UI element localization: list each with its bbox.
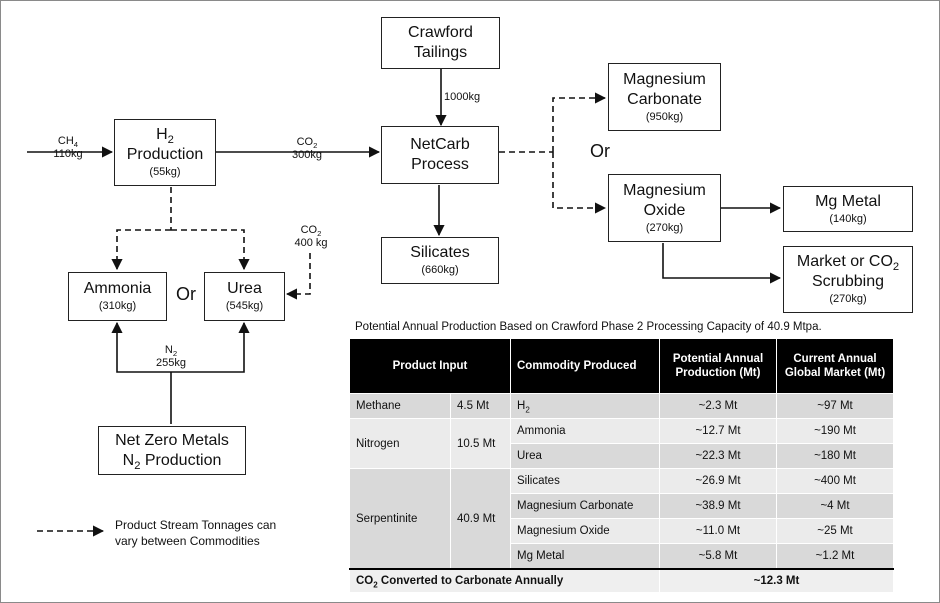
commodity-cell: Magnesium Oxide bbox=[510, 518, 660, 544]
market-cell: ~1.2 Mt bbox=[776, 543, 894, 570]
potential-cell: ~2.3 Mt bbox=[659, 393, 777, 419]
commodity-cell: H2 bbox=[510, 393, 660, 419]
netcarb-process-box: NetCarb Process bbox=[381, 126, 499, 184]
mgoxide-line2: Oxide bbox=[643, 201, 686, 219]
commodity-cell: Ammonia bbox=[510, 418, 660, 444]
silicates-qty: (660kg) bbox=[421, 264, 459, 276]
market-line1: Market or CO2 bbox=[796, 253, 900, 274]
market-scrubbing-box: Market or CO2 Scrubbing (270kg) bbox=[783, 246, 913, 313]
potential-cell: ~11.0 Mt bbox=[659, 518, 777, 544]
net-zero-metals-box: Net Zero Metals N2 Production bbox=[98, 426, 246, 475]
market-cell: ~180 Mt bbox=[776, 443, 894, 469]
n2-label: N2 255kg bbox=[156, 344, 186, 369]
table-row: Urea ~22.3 Mt ~180 Mt bbox=[350, 443, 894, 469]
commodity-cell: Magnesium Carbonate bbox=[510, 493, 660, 519]
netcarb-line2: Process bbox=[411, 156, 469, 173]
header-potential: Potential Annual Production (Mt) bbox=[659, 338, 777, 394]
to-mgoxide-arrow bbox=[552, 152, 607, 214]
potential-cell: ~12.7 Mt bbox=[659, 418, 777, 444]
mgcarb-qty: (950kg) bbox=[645, 110, 684, 123]
table-row: Serpentinite 40.9 Mt Silicates ~26.9 Mt … bbox=[349, 468, 894, 570]
ammonia-box: Ammonia (310kg) bbox=[68, 272, 167, 321]
or-label-fertilizer: Or bbox=[176, 284, 196, 304]
mg-metal-box: Mg Metal (140kg) bbox=[783, 186, 913, 232]
header-product-input: Product Input bbox=[349, 338, 511, 394]
mgmetal-qty: (140kg) bbox=[829, 212, 867, 225]
netzero-line1: Net Zero Metals bbox=[115, 431, 229, 449]
input-name: Serpentinite bbox=[349, 468, 451, 570]
table-row: Mg Metal ~5.8 Mt ~1.2 Mt bbox=[350, 543, 894, 570]
tailings-qty-label: 1000kg bbox=[444, 91, 481, 103]
silicates-line1: Silicates bbox=[410, 244, 470, 261]
input-name: Nitrogen bbox=[349, 418, 451, 469]
input-amount: 4.5 Mt bbox=[450, 393, 511, 419]
table-row: Methane 4.5 Mt H2 ~2.3 Mt ~97 Mt bbox=[349, 393, 894, 419]
market-cell: ~97 Mt bbox=[776, 393, 894, 419]
table-total-row: CO2 Converted to Carbonate Annually ~12.… bbox=[349, 568, 894, 593]
table-header-row: Product Input Commodity Produced Potenti… bbox=[349, 338, 894, 394]
production-table: Product Input Commodity Produced Potenti… bbox=[349, 338, 894, 593]
ammonia-line1: Ammonia bbox=[83, 280, 152, 297]
commodity-cell: Urea bbox=[510, 443, 660, 469]
market-cell: ~25 Mt bbox=[776, 518, 894, 544]
potential-cell: ~22.3 Mt bbox=[659, 443, 777, 469]
input-name: Methane bbox=[349, 393, 451, 419]
table-caption: Potential Annual Production Based on Cra… bbox=[355, 321, 822, 333]
market-cell: ~400 Mt bbox=[776, 468, 894, 494]
total-label: CO2 Converted to Carbonate Annually bbox=[349, 568, 660, 593]
legend-text: Product Stream Tonnages can vary between… bbox=[115, 518, 277, 548]
table-row: Magnesium Oxide ~11.0 Mt ~25 Mt bbox=[350, 518, 894, 544]
h2-qty: (55kg) bbox=[149, 166, 181, 178]
header-market: Current Annual Global Market (Mt) bbox=[776, 338, 894, 394]
mgmetal-line1: Mg Metal bbox=[815, 192, 881, 210]
urea-line1: Urea bbox=[227, 280, 262, 297]
to-mgcarb-arrow bbox=[552, 92, 607, 152]
commodity-cell: Mg Metal bbox=[510, 543, 660, 570]
mgcarb-line2: Carbonate bbox=[627, 90, 702, 108]
mgoxide-qty: (270kg) bbox=[645, 221, 684, 234]
mgcarb-line1: Magnesium bbox=[623, 70, 706, 88]
potential-cell: ~26.9 Mt bbox=[659, 468, 777, 494]
total-value: ~12.3 Mt bbox=[659, 568, 894, 593]
h2-production-box: H2 Production (55kg) bbox=[114, 119, 216, 186]
n2-urea-arrow bbox=[171, 321, 250, 373]
magnesium-carbonate-box: Magnesium Carbonate (950kg) bbox=[608, 63, 721, 131]
header-commodity: Commodity Produced bbox=[510, 338, 660, 394]
magnesium-oxide-box: Magnesium Oxide (270kg) bbox=[608, 174, 721, 242]
market-cell: ~190 Mt bbox=[776, 418, 894, 444]
potential-cell: ~38.9 Mt bbox=[659, 493, 777, 519]
or-label-magnesium: Or bbox=[590, 141, 610, 161]
urea-qty: (545kg) bbox=[225, 300, 264, 312]
crawford-line1: Crawford bbox=[408, 24, 473, 41]
silicates-box: Silicates (660kg) bbox=[381, 237, 499, 284]
to-ammonia-arrow bbox=[111, 229, 171, 271]
mgoxide-line1: Magnesium bbox=[623, 181, 706, 199]
netcarb-line1: NetCarb bbox=[410, 136, 470, 153]
input-amount: 10.5 Mt bbox=[450, 418, 511, 469]
table-row: Nitrogen 10.5 Mt Ammonia ~12.7 Mt ~190 M… bbox=[349, 418, 894, 469]
ammonia-qty: (310kg) bbox=[98, 300, 137, 312]
market-arrow bbox=[662, 243, 782, 284]
crawford-tailings-box: Crawford Tailings bbox=[381, 17, 500, 69]
co2-label: CO2 300kg bbox=[292, 136, 322, 161]
input-amount: 40.9 Mt bbox=[450, 468, 511, 570]
h2-title: H2 bbox=[156, 126, 174, 147]
co2-urea-label: CO2 400 kg bbox=[294, 224, 328, 249]
co2-urea-arrow bbox=[285, 253, 311, 300]
n2-ammonia-arrow bbox=[111, 321, 171, 373]
h2-line2: Production bbox=[126, 146, 204, 163]
market-line2: Scrubbing bbox=[811, 273, 885, 290]
potential-cell: ~5.8 Mt bbox=[659, 543, 777, 570]
urea-box: Urea (545kg) bbox=[204, 272, 285, 321]
commodity-cell: Silicates bbox=[510, 468, 660, 494]
crawford-line2: Tailings bbox=[413, 44, 468, 61]
market-qty: (270kg) bbox=[829, 293, 867, 305]
market-cell: ~4 Mt bbox=[776, 493, 894, 519]
ch4-label: CH4 110kg bbox=[53, 135, 83, 160]
netzero-line2: N2 Production bbox=[122, 451, 222, 472]
to-urea-arrow bbox=[171, 229, 250, 271]
